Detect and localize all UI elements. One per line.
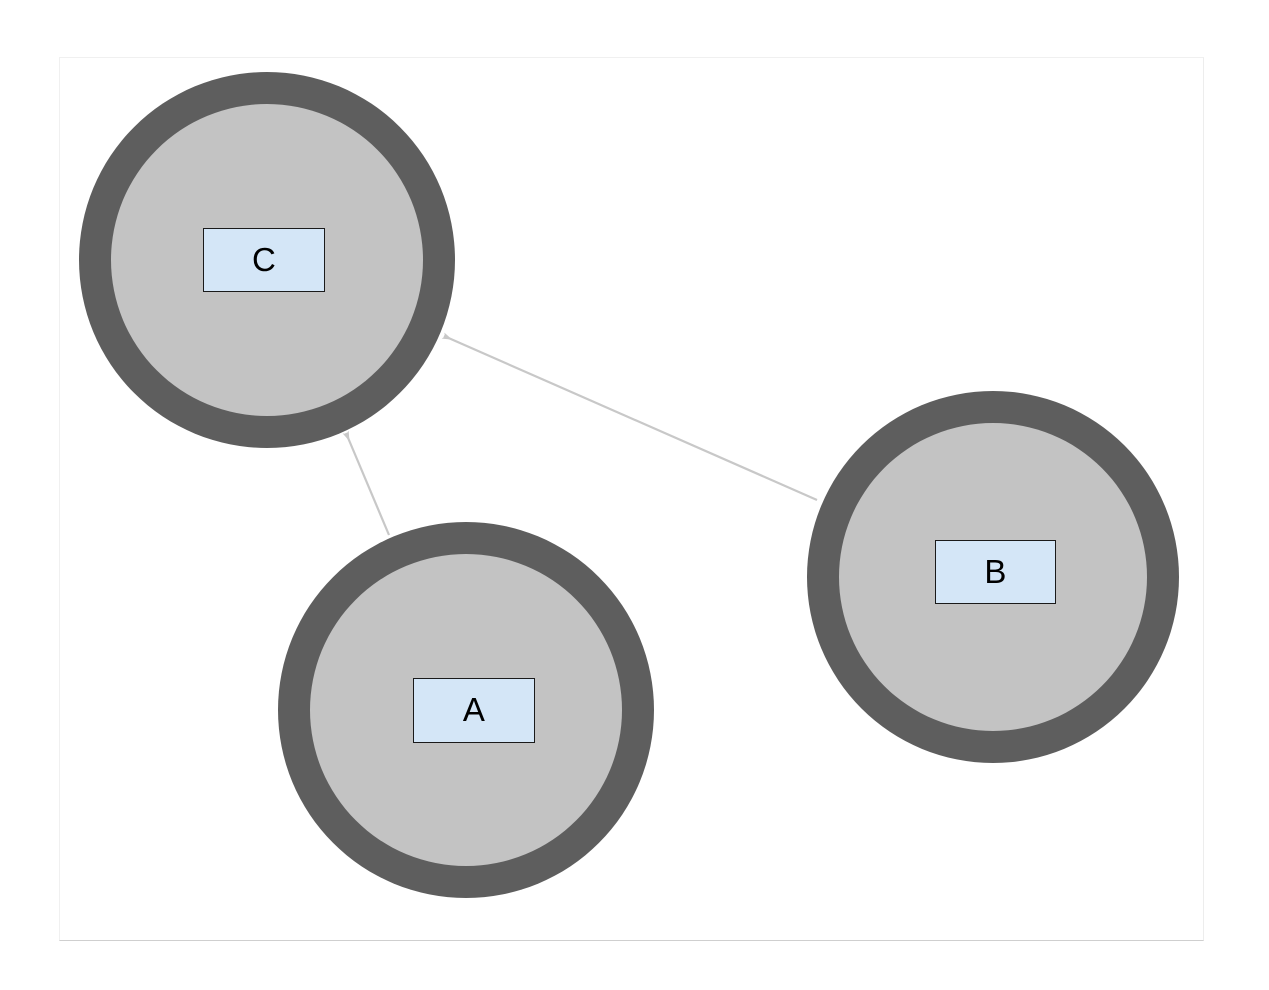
node-c-label-box[interactable]: C [203,228,325,292]
edges-layer [342,332,818,536]
nodes-layer [79,72,1179,898]
edge-b-c[interactable] [441,332,818,502]
node-a-label-box[interactable]: A [413,678,535,743]
node-c-label: C [251,240,277,278]
node-a-label: A [462,691,486,728]
node-b-label-box[interactable]: B [935,540,1056,604]
edge-a-c[interactable] [342,430,391,536]
node-b-label: B [984,552,1007,590]
